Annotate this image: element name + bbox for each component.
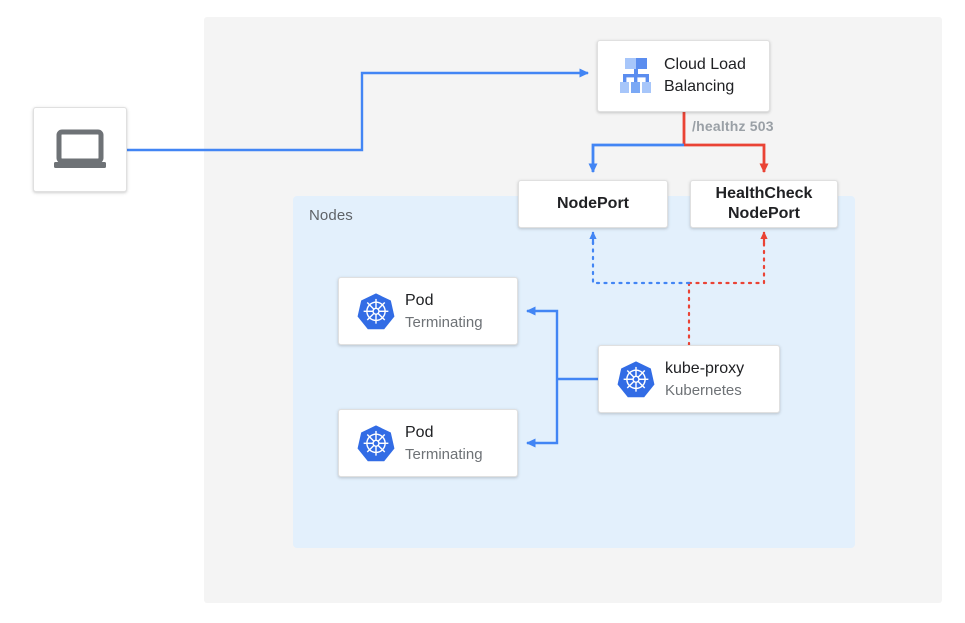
pod-text: Pod Terminating [405, 290, 483, 333]
nodeport-label: NodePort [557, 195, 629, 212]
cloud-load-balancing-title: Cloud Load [664, 56, 746, 73]
kubernetes-icon-slot [347, 292, 405, 330]
cloud-load-balancing-icon [620, 58, 651, 93]
kube-proxy-card[interactable]: kube-proxy Kubernetes [598, 345, 780, 413]
kubernetes-icon [357, 425, 395, 462]
healthcheck-nodeport-label-line1: HealthCheck [715, 185, 813, 202]
pod-title: Pod [405, 423, 434, 441]
nodeport-card[interactable]: NodePort [518, 180, 668, 228]
pod-card[interactable]: Pod Terminating [338, 277, 518, 345]
kubernetes-icon-slot [347, 424, 405, 462]
client-device[interactable] [33, 107, 127, 192]
pod-title: Pod [405, 291, 434, 309]
cloud-load-balancing-title-line2: Balancing [664, 78, 735, 95]
healthcheck-nodeport-text: HealthCheck NodePort [716, 184, 813, 224]
kube-proxy-title: kube-proxy [665, 359, 745, 377]
cloud-load-balancing-icon-slot [608, 56, 664, 96]
kubernetes-icon [617, 361, 655, 398]
healthcheck-nodeport-card[interactable]: HealthCheck NodePort [690, 180, 838, 228]
cloud-load-balancing-text: Cloud Load Balancing [664, 54, 746, 98]
cloud-load-balancing-card[interactable]: Cloud Load Balancing [597, 40, 770, 112]
healthz-edge-label: /healthz 503 [692, 118, 774, 134]
laptop-icon [54, 129, 106, 168]
kubernetes-icon-slot [607, 360, 665, 398]
healthcheck-nodeport-label-line2: NodePort [727, 205, 800, 222]
kube-proxy-text: kube-proxy Kubernetes [665, 358, 744, 401]
kube-proxy-subtitle: Kubernetes [665, 381, 742, 399]
pod-text: Pod Terminating [405, 422, 483, 465]
pod-status: Terminating [405, 313, 483, 331]
pod-card[interactable]: Pod Terminating [338, 409, 518, 477]
kubernetes-icon [357, 293, 395, 330]
nodes-region-label: Nodes [309, 207, 353, 224]
pod-status: Terminating [405, 445, 483, 463]
